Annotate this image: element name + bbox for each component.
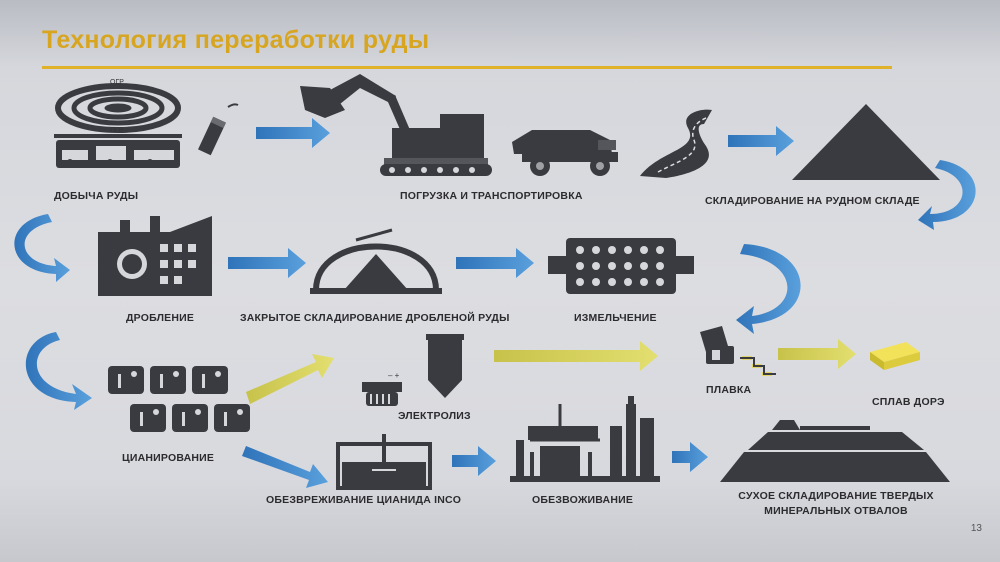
electrolysis-cell-icon: – + xyxy=(362,371,402,406)
dry-stack-tailings-icon xyxy=(720,420,950,482)
label-dry-stack: СУХОЕ СКЛАДИРОВАНИЕ ТВЕРДЫХ МИНЕРАЛЬНЫХ … xyxy=(716,490,956,517)
label-stockpile: СКЛАДИРОВАНИЕ НА РУДНОМ СКЛАДЕ xyxy=(705,195,920,207)
ground-line xyxy=(54,134,182,138)
page-number: 13 xyxy=(970,523,982,534)
smelting-furnace-icon xyxy=(700,326,776,376)
open-pit-icon xyxy=(55,83,181,133)
title-underline xyxy=(42,66,892,69)
arrow-2 xyxy=(728,126,794,156)
label-dewatering: ОБЕЗВОЖИВАНИЕ xyxy=(532,494,634,506)
curve-arrow-4 xyxy=(25,332,92,410)
label-mining: ДОБЫЧА РУДЫ xyxy=(54,190,139,202)
label-dore: СПЛАВ ДОРЭ xyxy=(872,396,945,408)
curve-arrow-3 xyxy=(736,244,801,334)
label-smelting: ПЛАВКА xyxy=(706,384,752,396)
svg-text:– +: – + xyxy=(388,371,400,380)
arrow-6 xyxy=(452,446,496,476)
arrow-5 xyxy=(242,446,328,488)
arrow-yellow-2 xyxy=(494,341,658,371)
label-dry-stack-line2: МИНЕРАЛЬНЫХ ОТВАЛОВ xyxy=(764,505,908,517)
slide-title: Технология переработки руды xyxy=(42,26,430,54)
label-loading: ПОГРУЗКА И ТРАНСПОРТИРОВКА xyxy=(400,190,583,202)
crusher-plant-icon xyxy=(98,216,212,296)
arrow-3 xyxy=(228,248,306,278)
cyanidation-tanks-icon xyxy=(108,366,250,432)
gold-bar-icon xyxy=(870,342,920,370)
ore-stockpile-icon xyxy=(792,104,940,180)
dynamite-icon xyxy=(198,103,239,156)
covered-storage-icon xyxy=(310,228,442,294)
label-dry-stack-line1: СУХОЕ СКЛАДИРОВАНИЕ ТВЕРДЫХ xyxy=(738,490,934,502)
arrow-4 xyxy=(456,248,534,278)
detox-tank-icon xyxy=(336,434,432,490)
open-pit-label: ОГР xyxy=(110,79,124,86)
arrow-7 xyxy=(672,442,708,472)
curve-arrow-1 xyxy=(918,160,976,230)
label-crushing: ДРОБЛЕНИЕ xyxy=(126,312,195,324)
arrow-yellow-3 xyxy=(778,339,856,369)
road-icon xyxy=(640,109,712,178)
label-grinding: ИЗМЕЛЬЧЕНИЕ xyxy=(574,312,657,324)
dewatering-plant-icon xyxy=(510,396,660,482)
electrolysis-tank-icon xyxy=(426,334,464,398)
haul-truck-icon xyxy=(512,130,618,176)
excavator-icon xyxy=(300,74,492,176)
arrow-yellow-1 xyxy=(246,354,334,404)
arrow-1 xyxy=(256,118,330,148)
curve-arrow-2 xyxy=(14,214,70,282)
label-electrolysis: ЭЛЕКТРОЛИЗ xyxy=(398,410,471,422)
label-detox: ОБЕЗВРЕЖИВАНИЕ ЦИАНИДА INCO xyxy=(266,494,462,506)
underground-label: ПГР xyxy=(110,127,124,134)
label-cyanidation: ЦИАНИРОВАНИЕ xyxy=(122,452,215,464)
ball-mill-icon xyxy=(548,238,694,294)
underground-mine-icon xyxy=(56,140,180,168)
label-covered-storage: ЗАКРЫТОЕ СКЛАДИРОВАНИЕ ДРОБЛЕНОЙ РУДЫ xyxy=(240,312,510,324)
